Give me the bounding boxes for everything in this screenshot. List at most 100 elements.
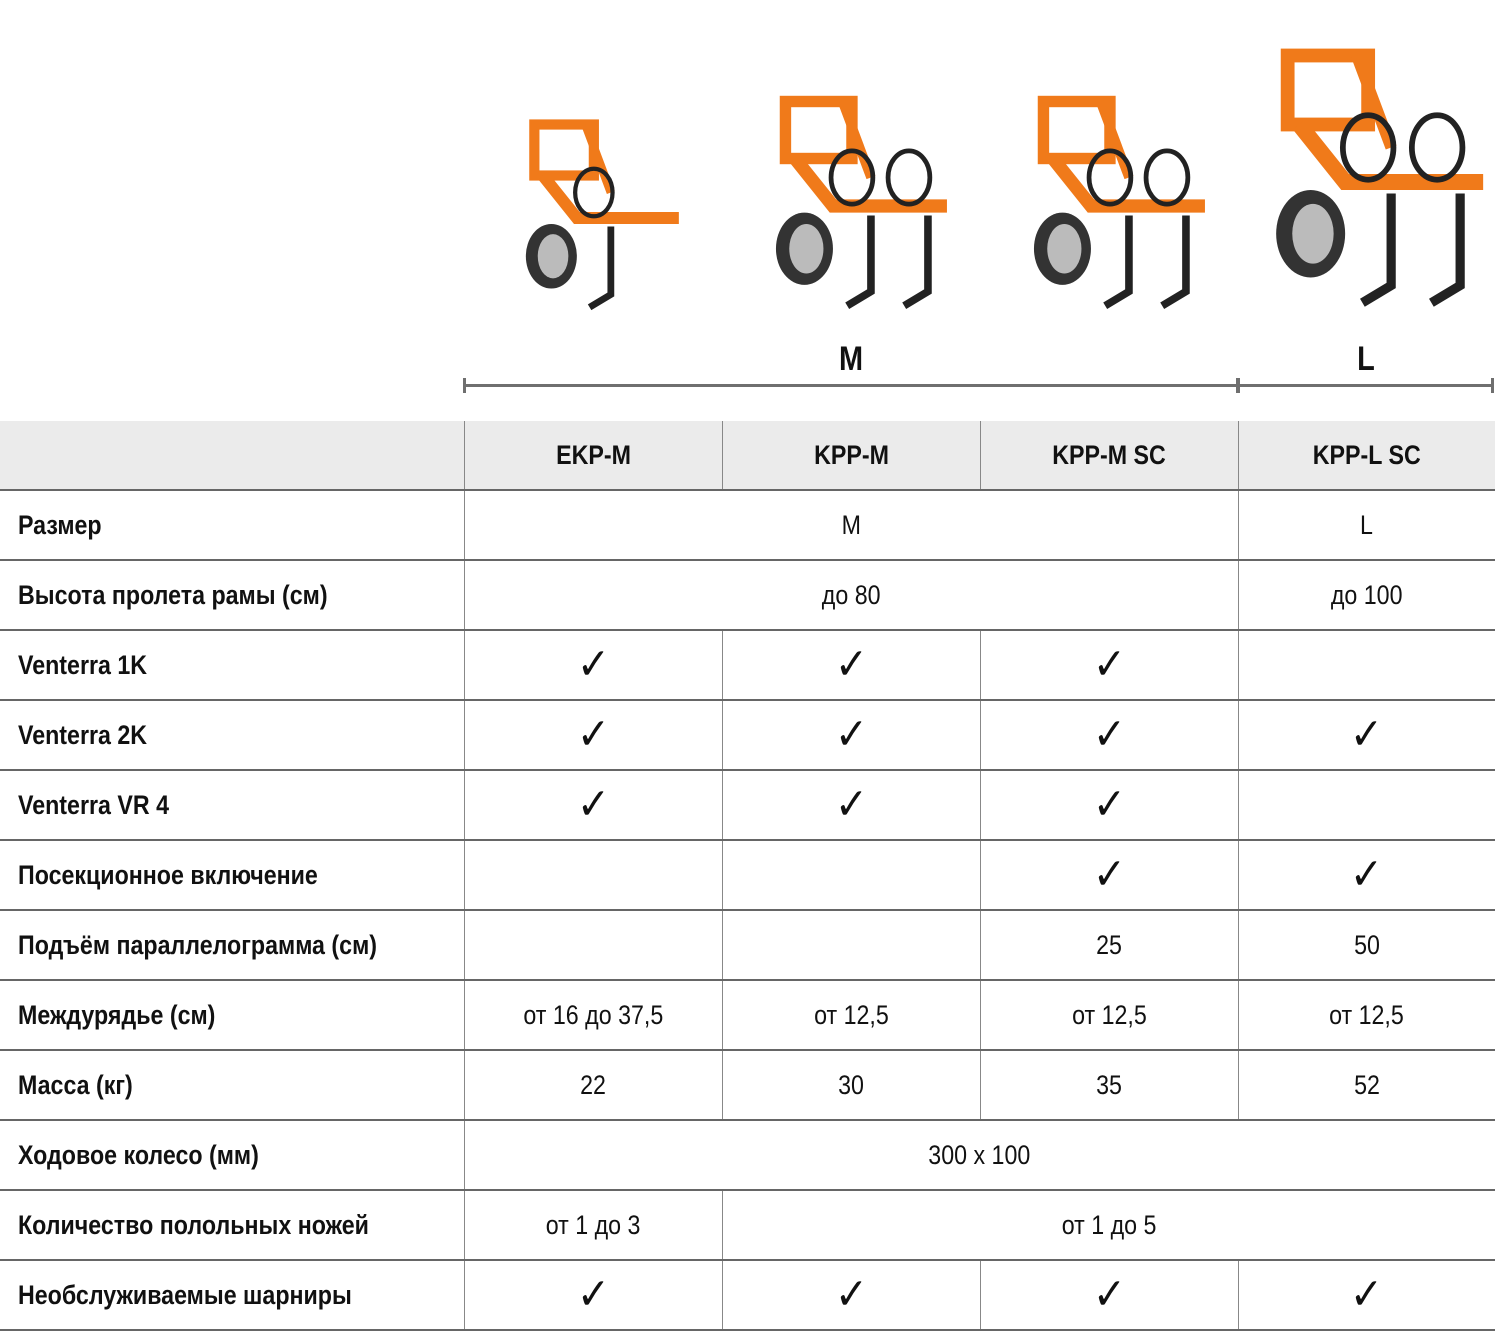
row-label-text: Масса (кг) xyxy=(18,1069,133,1100)
table-cell: ✓ xyxy=(721,770,980,841)
table-cell: 50 xyxy=(1237,910,1495,981)
row-label: Venterra VR 4 xyxy=(0,770,464,841)
cell-value: от 1 до 3 xyxy=(545,1209,641,1240)
table-cell: 25 xyxy=(979,910,1238,981)
row-label-text: Подъём параллелограмма (см) xyxy=(18,929,377,960)
model-name: KPP-M SC xyxy=(1052,439,1166,470)
cell-value: от 12,5 xyxy=(813,999,889,1030)
table-cell: от 1 до 5 xyxy=(721,1190,1495,1261)
row-label: Масса (кг) xyxy=(0,1050,464,1121)
table-cell: от 16 до 37,5 xyxy=(463,980,722,1051)
product-images xyxy=(464,0,1495,330)
size-group-bracket xyxy=(464,384,1238,387)
cell-value: 35 xyxy=(1096,1069,1122,1100)
row-label: Высота пролета рамы (см) xyxy=(0,560,464,631)
table-cell: ✓ xyxy=(979,1260,1238,1331)
table-cell: ✓ xyxy=(463,770,722,841)
cell-value: от 1 до 5 xyxy=(1061,1209,1157,1240)
table-row: Количество полольных ножей от 1 до 3 от 1 … xyxy=(0,1190,1495,1261)
row-label-text: Междурядье (см) xyxy=(18,999,216,1030)
table-cell: L xyxy=(1237,490,1495,561)
table-cell xyxy=(463,840,722,911)
cell-value: 50 xyxy=(1353,929,1380,960)
table-cell: ✓ xyxy=(979,700,1238,771)
checkmark-icon: ✓ xyxy=(834,1270,868,1319)
model-name: EKP-M xyxy=(555,439,631,470)
size-group-label: M xyxy=(838,340,864,378)
table-cell xyxy=(1237,630,1495,701)
table-row: Venterra VR 4 ✓ ✓ ✓ xyxy=(0,770,1495,841)
cell-value: от 16 до 37,5 xyxy=(523,999,663,1030)
row-label: Количество полольных ножей xyxy=(0,1190,464,1261)
table-cell: ✓ xyxy=(463,630,722,701)
table-cell: ✓ xyxy=(1237,1260,1495,1331)
cell-value: от 12,5 xyxy=(1071,999,1147,1030)
table-cell: M xyxy=(463,490,1238,561)
checkmark-icon: ✓ xyxy=(1092,780,1126,829)
table-cell: ✓ xyxy=(979,770,1238,841)
model-header: KPP-L SC xyxy=(1237,421,1495,491)
checkmark-icon: ✓ xyxy=(576,780,610,829)
model-name: KPP-M xyxy=(813,439,889,470)
table-cell: ✓ xyxy=(721,630,980,701)
row-label-text: Venterra 2K xyxy=(18,719,148,750)
model-name: KPP-L SC xyxy=(1312,439,1421,470)
checkmark-icon: ✓ xyxy=(834,780,868,829)
cell-value: L xyxy=(1360,509,1374,540)
model-header: KPP-M xyxy=(721,421,980,491)
size-group-label: L xyxy=(1356,340,1375,378)
row-label: Venterra 1K xyxy=(0,630,464,701)
checkmark-icon: ✓ xyxy=(834,710,868,759)
checkmark-icon: ✓ xyxy=(576,640,610,689)
table-cell: 30 xyxy=(721,1050,980,1121)
bracket-tick xyxy=(1237,378,1240,393)
table-cell: ✓ xyxy=(1237,840,1495,911)
cultivator-image xyxy=(464,10,722,330)
row-label-text: Необслуживаемые шарниры xyxy=(18,1279,352,1310)
comparison-table: EKP-M KPP-M KPP-M SC KPP-L SC Размер M L Высота… xyxy=(0,421,1495,1331)
table-cell xyxy=(1237,770,1495,841)
row-label-text: Размер xyxy=(18,509,102,540)
table-cell: ✓ xyxy=(979,840,1238,911)
table-cell: 300 x 100 xyxy=(463,1120,1495,1191)
row-label: Venterra 2K xyxy=(0,700,464,771)
cell-value: M xyxy=(841,509,861,540)
row-label: Необслуживаемые шарниры xyxy=(0,1260,464,1331)
row-label-text: Ходовое колесо (мм) xyxy=(18,1139,259,1170)
table-row: Междурядье (см) от 16 до 37,5 от 12,5 от 12… xyxy=(0,980,1495,1051)
cell-value: 30 xyxy=(838,1069,864,1100)
table-cell: 22 xyxy=(463,1050,722,1121)
row-label: Подъём параллелограмма (см) xyxy=(0,910,464,981)
row-label-text: Посекционное включение xyxy=(18,859,318,890)
table-row: Необслуживаемые шарниры✓✓✓✓ xyxy=(0,1260,1495,1331)
table-cell xyxy=(463,910,722,981)
checkmark-icon: ✓ xyxy=(1092,710,1126,759)
cell-value: 22 xyxy=(580,1069,606,1100)
row-label-text: Количество полольных ножей xyxy=(18,1209,369,1240)
row-label-text: Высота пролета рамы (см) xyxy=(18,579,328,610)
table-cell: от 12,5 xyxy=(979,980,1238,1051)
checkmark-icon: ✓ xyxy=(834,640,868,689)
table-cell: до 80 xyxy=(463,560,1238,631)
header-row: EKP-M KPP-M KPP-M SC KPP-L SC xyxy=(0,421,1495,491)
cell-value: 52 xyxy=(1353,1069,1380,1100)
model-header: EKP-M xyxy=(463,421,722,491)
checkmark-icon: ✓ xyxy=(1092,640,1126,689)
table-cell: от 1 до 3 xyxy=(463,1190,722,1261)
cell-value: от 12,5 xyxy=(1329,999,1405,1030)
table-cell: от 12,5 xyxy=(721,980,980,1051)
table-cell xyxy=(721,910,980,981)
cell-value: 25 xyxy=(1096,929,1122,960)
table-row: Venterra 2K✓✓✓✓ xyxy=(0,700,1495,771)
cell-value: 300 x 100 xyxy=(928,1139,1031,1170)
table-cell: ✓ xyxy=(721,1260,980,1331)
table-row: Посекционное включение ✓✓ xyxy=(0,840,1495,911)
table-row: Venterra 1K ✓ ✓ ✓ xyxy=(0,630,1495,701)
table-cell: 35 xyxy=(979,1050,1238,1121)
table-cell: ✓ xyxy=(979,630,1238,701)
bracket-tick xyxy=(463,378,466,393)
row-label-text: Venterra 1K xyxy=(18,649,148,680)
bracket-tick xyxy=(1491,378,1494,393)
checkmark-icon: ✓ xyxy=(1092,1270,1126,1319)
